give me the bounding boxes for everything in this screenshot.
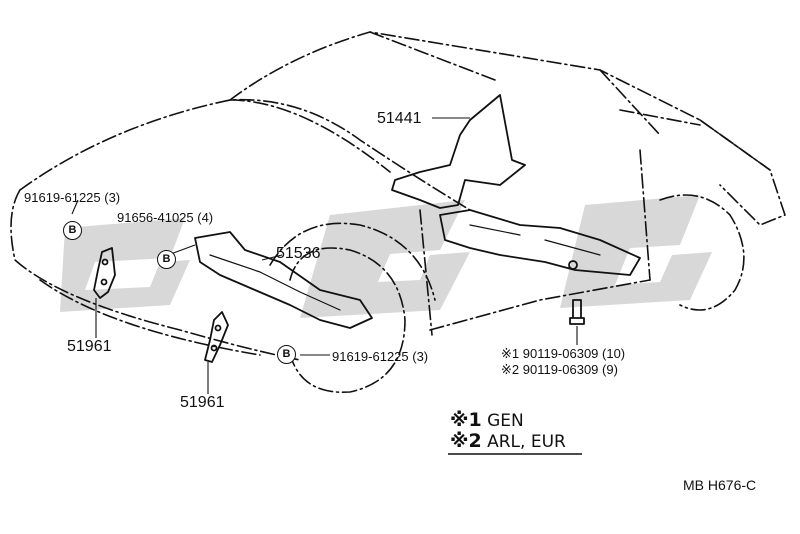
legend-mark-1: ※1 (450, 409, 482, 431)
legend-mark-2: ※2 (450, 430, 482, 452)
label-bolt-note-1: ※1 90119-06309 (10) (501, 346, 626, 361)
legend-line-2: ※2 ARL, EUR (450, 431, 566, 452)
part-51441-floor (439, 209, 641, 276)
bolt-shape (569, 299, 585, 325)
hood-outline (19, 98, 471, 211)
label-51961-center: 51961 (180, 394, 225, 411)
part-51441-shape (391, 94, 526, 209)
side-sill (429, 279, 651, 331)
badge-b-top-left: B (63, 221, 82, 240)
label-bolt-mid-left: 91656-41025 (4) (117, 210, 214, 225)
rear-window (599, 69, 701, 136)
door-line (419, 149, 651, 336)
legend-text-2: ARL, EUR (487, 432, 566, 452)
leader-51536 (261, 254, 283, 261)
front-bumper (10, 189, 301, 361)
label-bolt-note-2: ※2 90119-06309 (9) (501, 362, 618, 377)
label-51536: 51536 (276, 245, 321, 262)
label-bolt-top-left: 91619-61225 (3) (24, 190, 121, 205)
label-bolt-bottom: 91619-61225 (3) (332, 349, 429, 364)
roof-outline (229, 31, 771, 171)
label-51961-left: 51961 (67, 338, 112, 355)
legend-line-1: ※1 GEN (450, 410, 524, 431)
part-51536-shape (194, 231, 373, 329)
leader-bolt-top-left (71, 199, 79, 215)
part-51961-center-shape (204, 311, 229, 363)
front-wheel (289, 247, 406, 393)
part-51961-left-shape (93, 247, 116, 299)
legend-text-1: GEN (487, 411, 524, 431)
badge-b-bottom: B (277, 345, 296, 364)
rear-end (699, 119, 786, 226)
front-wheel-arch (269, 222, 436, 301)
windshield-outline (229, 31, 496, 173)
front-lower (39, 279, 261, 356)
rear-wheel (659, 194, 745, 311)
badge-b-mid-left: B (157, 250, 176, 269)
diagram-code: MB H676-C (683, 477, 757, 493)
label-51441: 51441 (377, 110, 422, 127)
